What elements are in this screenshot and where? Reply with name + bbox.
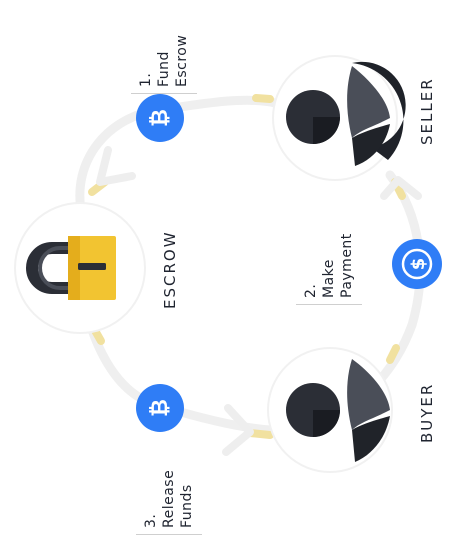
buyer-avatar-icon [286,359,390,462]
step-2-line1: Make [321,259,337,298]
step-1-line1: Fund [156,51,172,87]
step-3-label: 3. Release Funds [136,458,202,535]
step-2-line2: Payment [339,233,355,298]
seller-node [272,55,406,181]
svg-text:$: $ [408,258,429,271]
buyer-node [267,347,393,473]
escrow-label: ESCROW [161,230,179,309]
svg-text:₿: ₿ [148,399,173,417]
bitcoin-icon: ₿ [148,109,173,127]
seller-label: SELLER [418,77,436,145]
escrow-node [14,202,146,334]
padlock-icon [26,236,116,300]
step-2-label: 2. Make Payment [296,228,362,305]
arrow-release-to-buyer-icon [222,404,254,456]
step-3-number: 3. [143,513,159,528]
bitcoin-icon: ₿ [148,399,173,417]
step-1-label: 1. Fund Escrow [131,27,197,94]
step-2-divider [296,304,362,305]
buyer-label: BUYER [418,382,436,443]
step-3-line1: Release [161,469,177,528]
fund-escrow-badge: ₿ [136,94,184,142]
svg-text:₿: ₿ [148,109,173,127]
arrow-payment-to-seller-icon [380,176,422,200]
seller-avatar-icon [286,61,406,166]
step-3-line2: Funds [179,484,195,528]
step-2-number: 2. [303,283,319,298]
dollar-icon: $ [401,248,433,280]
step-1-number: 1. [138,72,154,87]
step-1-divider [131,93,197,94]
step-1-line2: Escrow [174,34,190,87]
make-payment-badge: $ [392,239,442,289]
release-funds-badge: ₿ [136,384,184,432]
arrow-fund-to-escrow-icon [96,146,136,186]
